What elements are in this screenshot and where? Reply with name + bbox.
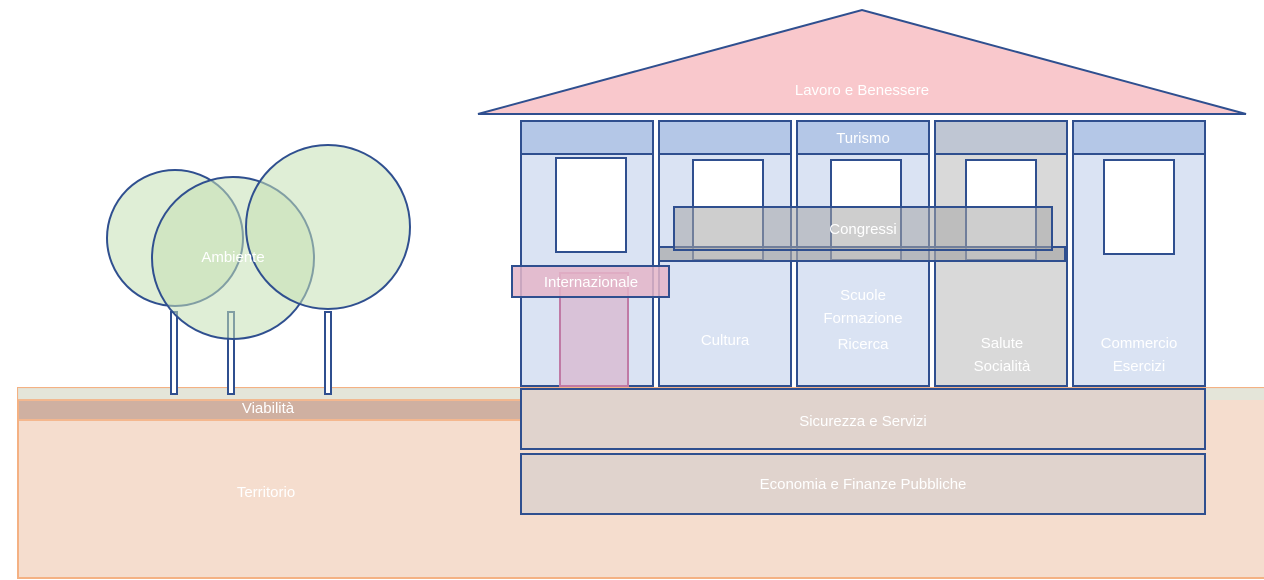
roof-label: Lavoro e Benessere xyxy=(795,82,929,99)
health-label-line-1: Salute xyxy=(981,335,1024,352)
economy-label: Economia e Finanze Pubbliche xyxy=(760,476,967,493)
schools-label-line-1: Scuole xyxy=(840,287,886,304)
tree-crown xyxy=(246,145,410,309)
column-5-band xyxy=(1073,121,1205,154)
environment-label: Ambiente xyxy=(201,249,264,266)
culture-label: Cultura xyxy=(701,332,750,349)
tree-trunk xyxy=(325,312,331,394)
congress-label: Congressi xyxy=(829,221,897,238)
tree-trunk xyxy=(171,312,177,394)
column-1-band xyxy=(521,121,653,154)
health-label-line-2: Socialità xyxy=(974,358,1031,375)
tourism-label: Turismo xyxy=(836,130,890,147)
column-2-band xyxy=(659,121,791,154)
security-label: Sicurezza e Servizi xyxy=(799,413,927,430)
roads-label: Viabilità xyxy=(242,400,295,417)
commerce-label-line-1: Commercio xyxy=(1101,335,1178,352)
territory-label: Territorio xyxy=(237,484,295,501)
schools-label-line-2: Formazione xyxy=(823,310,902,327)
international-label: Internazionale xyxy=(544,274,638,291)
column-1-window xyxy=(556,158,626,252)
environment-trees: Ambiente xyxy=(107,145,410,394)
commerce-label-line-2: Esercizi xyxy=(1113,358,1166,375)
schools-label-line-3: Ricerca xyxy=(838,336,890,353)
column-4-band xyxy=(935,121,1067,154)
column-5-window xyxy=(1104,160,1174,254)
